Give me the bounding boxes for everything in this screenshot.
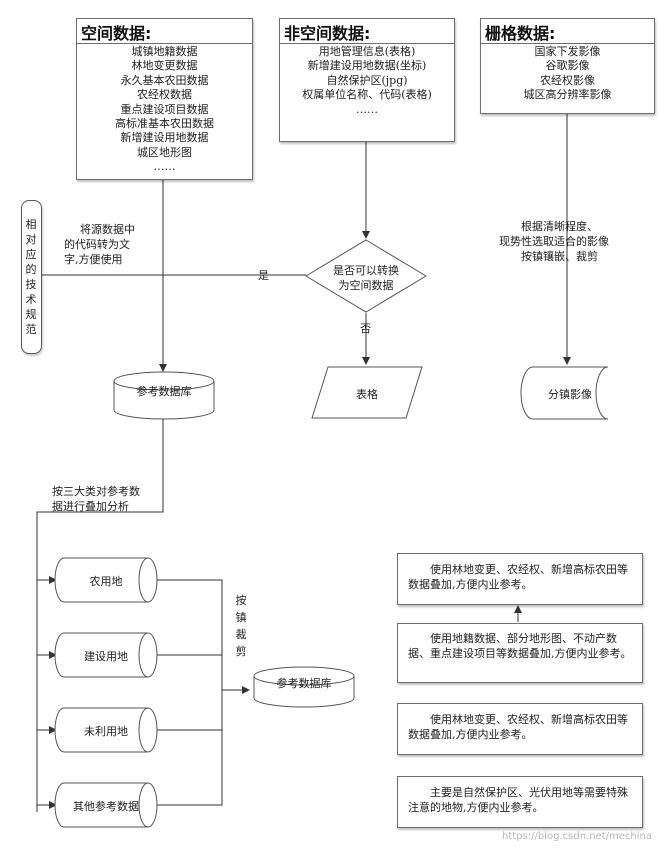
raster-data-item: 农经权影像: [540, 73, 595, 87]
town-image-shape: [520, 366, 609, 420]
category-label-1: 农用地: [89, 575, 123, 588]
raster-data-box: 栅格数据: 国家下发影像谷歌影像农经权影像城区高分辨率影像: [480, 18, 655, 114]
note-text-1: 使用林地变更、农经权、新增高标农田等数据叠加,方便内业参考。: [408, 563, 628, 591]
note-box-4: 主要是自然保护区、光伏用地等需要特殊注意的地物,方便内业参考。: [397, 776, 643, 828]
note-box-2: 使用地籍数据、部分地形图、不动产数据、重点建设项目等数据叠加,方便内业参考。: [397, 623, 643, 683]
nonspatial-data-item: 权属单位名称、代码(表格): [302, 88, 432, 102]
nonspatial-data-item: 新增建设用地数据(坐标): [307, 59, 427, 73]
category-shape-2: [54, 632, 158, 678]
spatial-data-item: 林地变更数据: [131, 59, 198, 73]
connector-categories-bracket: [157, 579, 223, 806]
nonspatial-data-item: 自然保护区(jpg): [326, 73, 408, 87]
watermark: https://blog.csdn.net/mechina: [502, 831, 652, 842]
nonspatial-data-box: 非空间数据: 用地管理信息(表格)新增建设用地数据(坐标)自然保护区(jpg)权…: [279, 18, 455, 142]
note-text-2: 使用地籍数据、部分地形图、不动产数据、重点建设项目等数据叠加,方便内业参考。: [408, 632, 632, 660]
spatial-data-list: 城镇地籍数据林地变更数据永久基本农田数据农经权数据重点建设项目数据高标准基本农田…: [77, 45, 252, 175]
raster-data-item: 城区高分辨率影像: [523, 88, 612, 102]
raster-data-title: 栅格数据:: [485, 24, 556, 43]
raster-data-item: 谷歌影像: [545, 59, 590, 73]
overlay-note-1: 按三大类对参考数: [52, 485, 140, 498]
reference-db-bottom-shape: [253, 666, 355, 708]
decision-text-2: 为空间数据: [338, 279, 394, 292]
decision-yes-label: 是: [258, 269, 269, 282]
category-label-2: 建设用地: [84, 650, 128, 663]
tech-spec-text: 相对应的技术规范: [25, 218, 37, 336]
decision-diamond: [305, 239, 427, 313]
spatial-data-item: 重点建设项目数据: [120, 102, 209, 116]
table-label: 表格: [356, 388, 378, 401]
raster-note-2: 现势性选取适合的影像: [499, 235, 609, 248]
raster-note-3: 按镇镶嵌、裁剪: [521, 250, 598, 263]
nonspatial-data-title: 非空间数据:: [284, 24, 371, 43]
reference-db-top-label: 参考数据库: [136, 385, 192, 398]
nonspatial-data-item: ……: [356, 102, 378, 116]
reference-db-top-shape: [113, 371, 215, 420]
category-shape-3: [54, 707, 158, 753]
spatial-data-item: 高标准基本农田数据: [115, 117, 214, 131]
decision-text-1: 是否可以转换: [333, 264, 399, 277]
spatial-data-item: ……: [153, 160, 176, 174]
category-shape-1: [54, 557, 158, 603]
raster-data-list: 国家下发影像谷歌影像农经权影像城区高分辨率影像: [481, 45, 654, 103]
nonspatial-data-list: 用地管理信息(表格)新增建设用地数据(坐标)自然保护区(jpg)权属单位名称、代…: [280, 45, 454, 117]
tech-spec-box: 相对应的技术规范: [21, 200, 42, 354]
spatial-data-item: 城镇地籍数据: [131, 45, 198, 58]
raster-note-1: 根据清晰程度、: [521, 220, 598, 233]
note-text-4: 主要是自然保护区、光伏用地等需要特殊注意的地物,方便内业参考。: [408, 786, 628, 814]
spatial-data-item: 新增建设用地数据: [120, 131, 209, 145]
table-parallelogram: [311, 366, 423, 419]
nonspatial-data-item: 用地管理信息(表格): [318, 45, 416, 58]
reference-db-bottom-label: 参考数据库: [276, 677, 332, 690]
spatial-data-item: 农经权数据: [137, 88, 192, 102]
connector-refdb-to-trunk: [36, 419, 164, 812]
town-image-label: 分镇影像: [548, 388, 592, 401]
category-label-3: 未利用地: [84, 725, 128, 738]
overlay-note-2: 据进行叠加分析: [52, 500, 129, 513]
raster-data-item: 国家下发影像: [534, 45, 601, 58]
note-text-3: 使用林地变更、农经权、新增高标农田等数据叠加,方便内业参考。: [408, 713, 628, 741]
spatial-data-item: 永久基本农田数据: [120, 73, 209, 87]
convert-note-2: 的代码转为文: [64, 238, 130, 251]
spatial-data-box: 空间数据: 城镇地籍数据林地变更数据永久基本农田数据农经权数据重点建设项目数据高…: [76, 18, 253, 180]
decision-no-label: 否: [360, 322, 371, 335]
convert-note-1: 将源数据中: [80, 223, 135, 236]
category-shape-4: [54, 782, 158, 828]
convert-note-3: 字,方便使用: [64, 253, 123, 266]
clip-label: 按镇裁剪: [235, 594, 247, 658]
note-box-3: 使用林地变更、农经权、新增高标农田等数据叠加,方便内业参考。: [397, 703, 643, 755]
category-label-4: 其他参考数据: [73, 800, 139, 813]
spatial-data-item: 城区地形图: [137, 145, 192, 159]
note-box-1: 使用林地变更、农经权、新增高标农田等数据叠加,方便内业参考。: [397, 553, 643, 605]
spatial-data-title: 空间数据:: [81, 24, 152, 43]
